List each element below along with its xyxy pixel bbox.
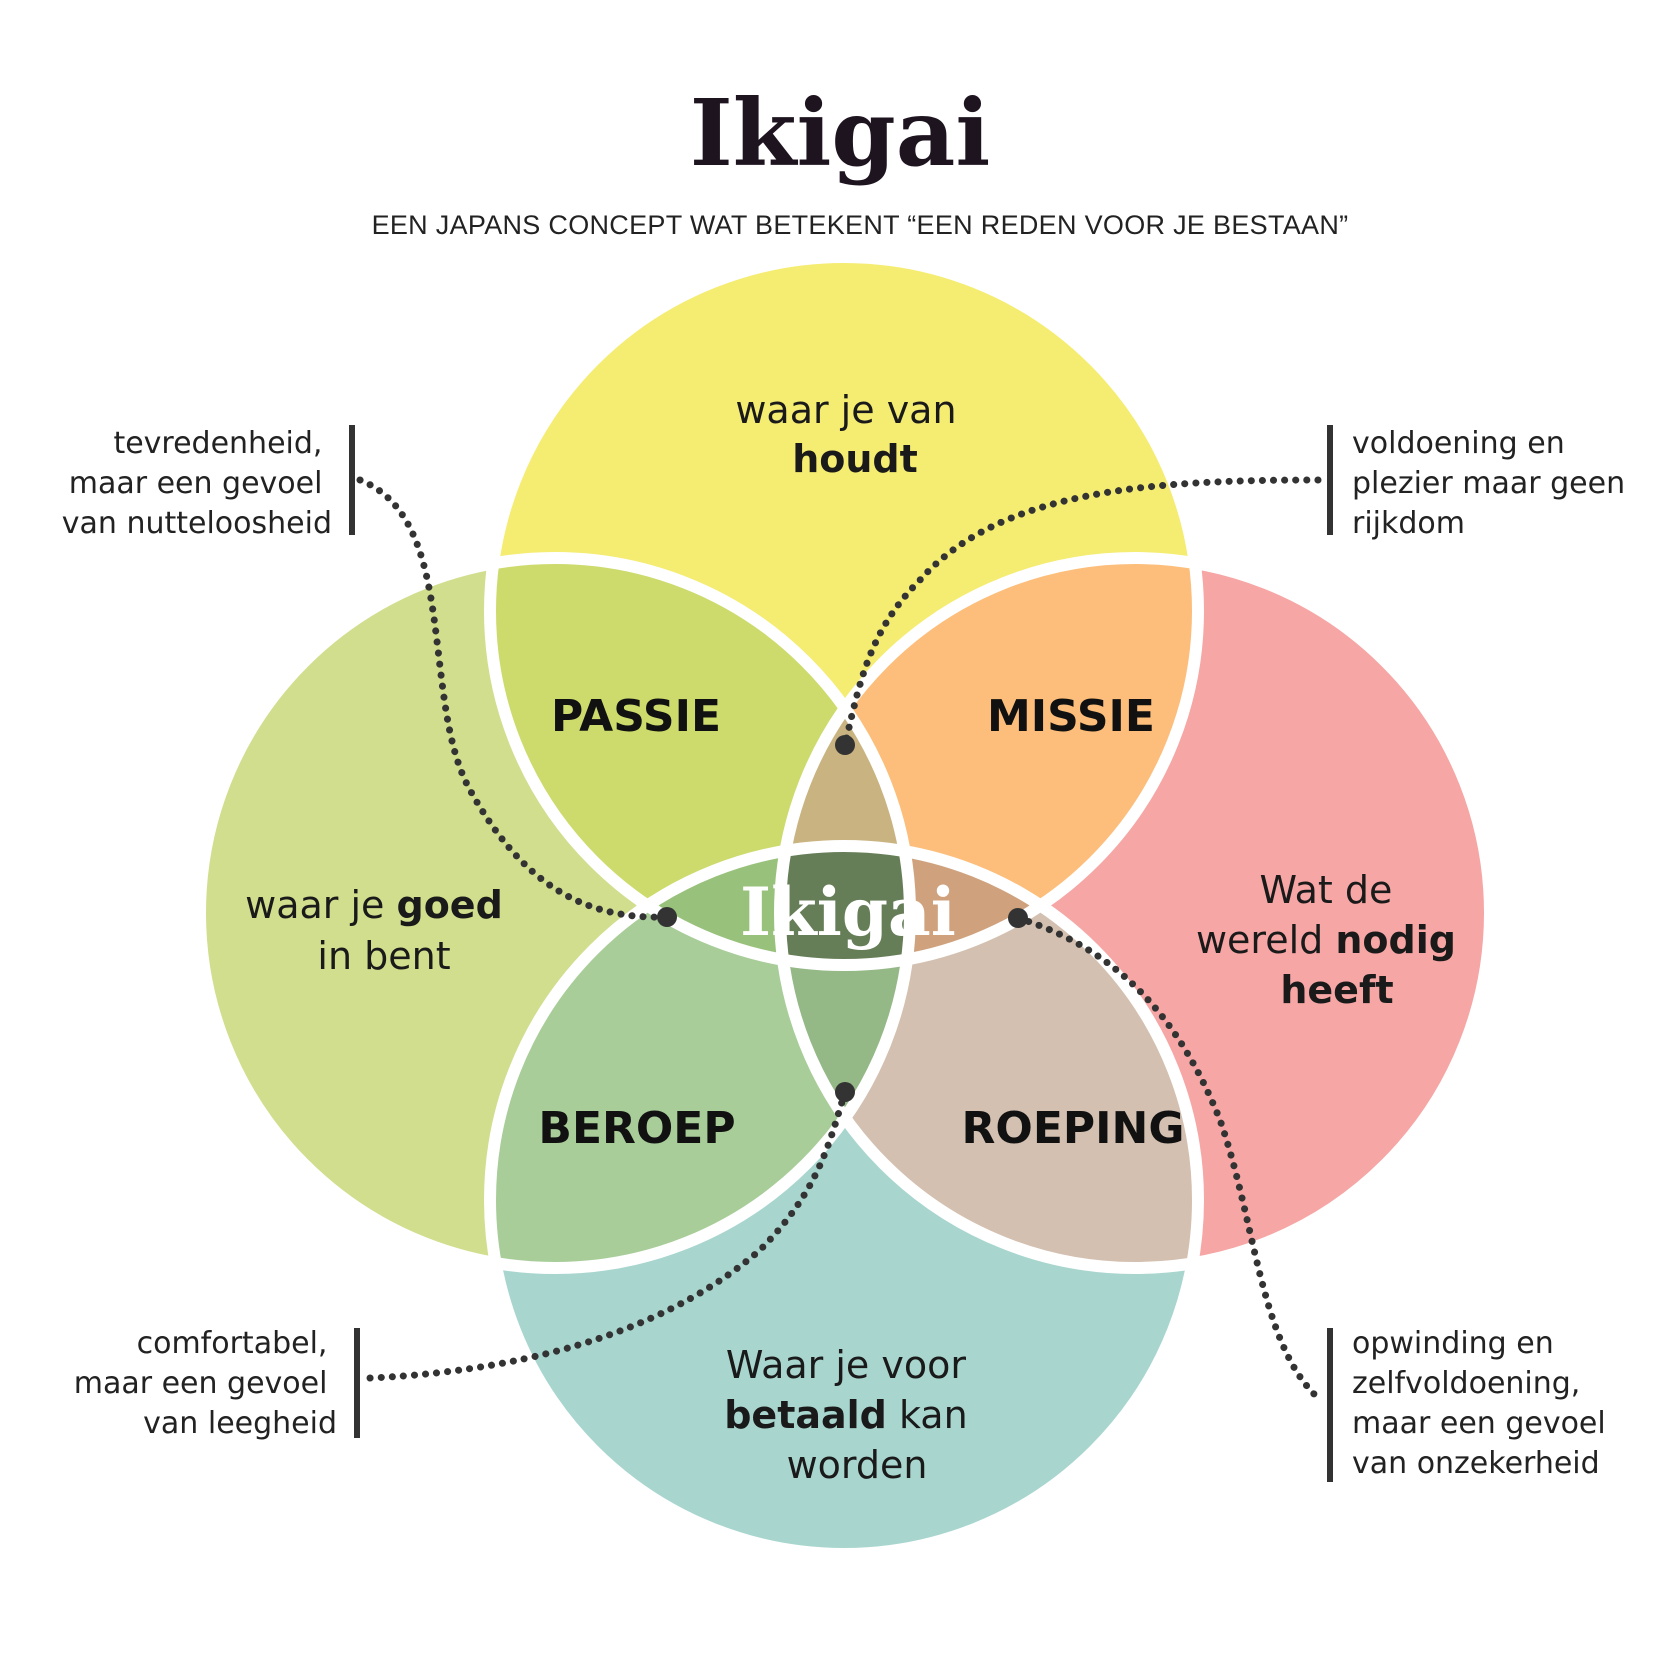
note-bottom-left: comfortabel, maar een gevoel van leeghei…	[74, 1326, 337, 1441]
label-left-circle: waar je goed in bent	[245, 883, 515, 978]
outline-top	[484, 251, 1204, 971]
connector-top-left	[356, 476, 671, 921]
note-top-left: tevredenheid, maar een gevoel van nuttel…	[62, 426, 332, 541]
outline-left	[194, 552, 916, 1274]
label-roeping: ROEPING	[962, 1103, 1185, 1154]
connector-dot-bottom	[835, 1082, 855, 1102]
connector-dot-left	[657, 907, 677, 927]
label-passie: PASSIE	[551, 691, 721, 742]
connector-bottom-right	[1014, 914, 1319, 1399]
label-right-circle: Wat de wereld nodig heeft	[1196, 868, 1468, 1012]
connector-top-right	[841, 476, 1322, 749]
note-bottom-right: opwinding en zelfvoldoening, maar een ge…	[1352, 1326, 1615, 1481]
page-subtitle: EEN JAPANS CONCEPT WAT BETEKENT “EEN RED…	[372, 210, 1349, 240]
label-top-circle: waar je van houdt	[735, 388, 968, 481]
outline-bottom	[484, 840, 1204, 1560]
connector-dot-right	[1008, 908, 1028, 928]
outline-right	[774, 552, 1496, 1274]
label-bottom-circle: Waar je voor betaald kan worden	[724, 1343, 980, 1487]
connector-bottom-left	[366, 1088, 849, 1382]
center-label: Ikigai	[740, 873, 956, 951]
label-missie: MISSIE	[987, 691, 1155, 742]
note-top-right: voldoening en plezier maar geen rijkdom	[1352, 426, 1635, 541]
page-title: Ikigai	[690, 79, 991, 187]
label-beroep: BEROEP	[538, 1103, 735, 1154]
connector-dot-top	[835, 735, 855, 755]
